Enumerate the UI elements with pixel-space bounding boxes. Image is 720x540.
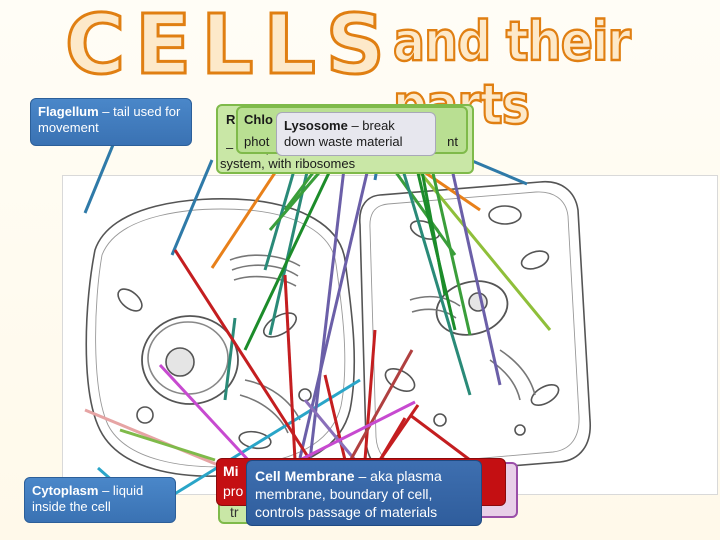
label-flagellum-desc: – tail used for movement (38, 104, 181, 135)
label-mitochondria-desc2: tr (230, 504, 239, 520)
label-flagellum: Flagellum – tail used for movement (30, 98, 192, 146)
label-cell-membrane-desc: – aka plasma membrane, boundary of cell,… (255, 468, 442, 520)
label-chloroplast-desc: phot (244, 134, 270, 149)
label-lysosome: Lysosome – break down waste material (276, 112, 436, 156)
animal-cell (85, 198, 356, 477)
label-chloroplast-tail: nt (447, 134, 458, 149)
label-cytoplasm-term: Cytoplasm (32, 483, 99, 498)
label-cell-membrane-term: Cell Membrane (255, 468, 355, 484)
label-cell-membrane: Cell Membrane – aka plasma membrane, bou… (246, 460, 482, 526)
label-lysosome-desc: – break down waste material (284, 118, 403, 149)
slide-title: CELLS and their parts (55, 0, 715, 137)
label-cytoplasm: Cytoplasm – liquid inside the cell (24, 477, 176, 523)
label-mitochondria-desc: pro (223, 483, 244, 499)
label-er-line3: system, with ribosomes (220, 156, 356, 171)
title-main: CELLS (64, 0, 395, 95)
label-lysosome-term: Lysosome (284, 118, 348, 133)
label-er-line1: R (226, 112, 236, 127)
label-chloroplast-term: Chlo (244, 112, 273, 127)
label-flagellum-term: Flagellum (38, 104, 99, 119)
label-cytoplasm-desc: – liquid inside the cell (32, 483, 144, 514)
leader-lines (83, 139, 552, 507)
label-mitochondria-term: Mi (223, 463, 239, 479)
plant-cell (358, 181, 591, 476)
